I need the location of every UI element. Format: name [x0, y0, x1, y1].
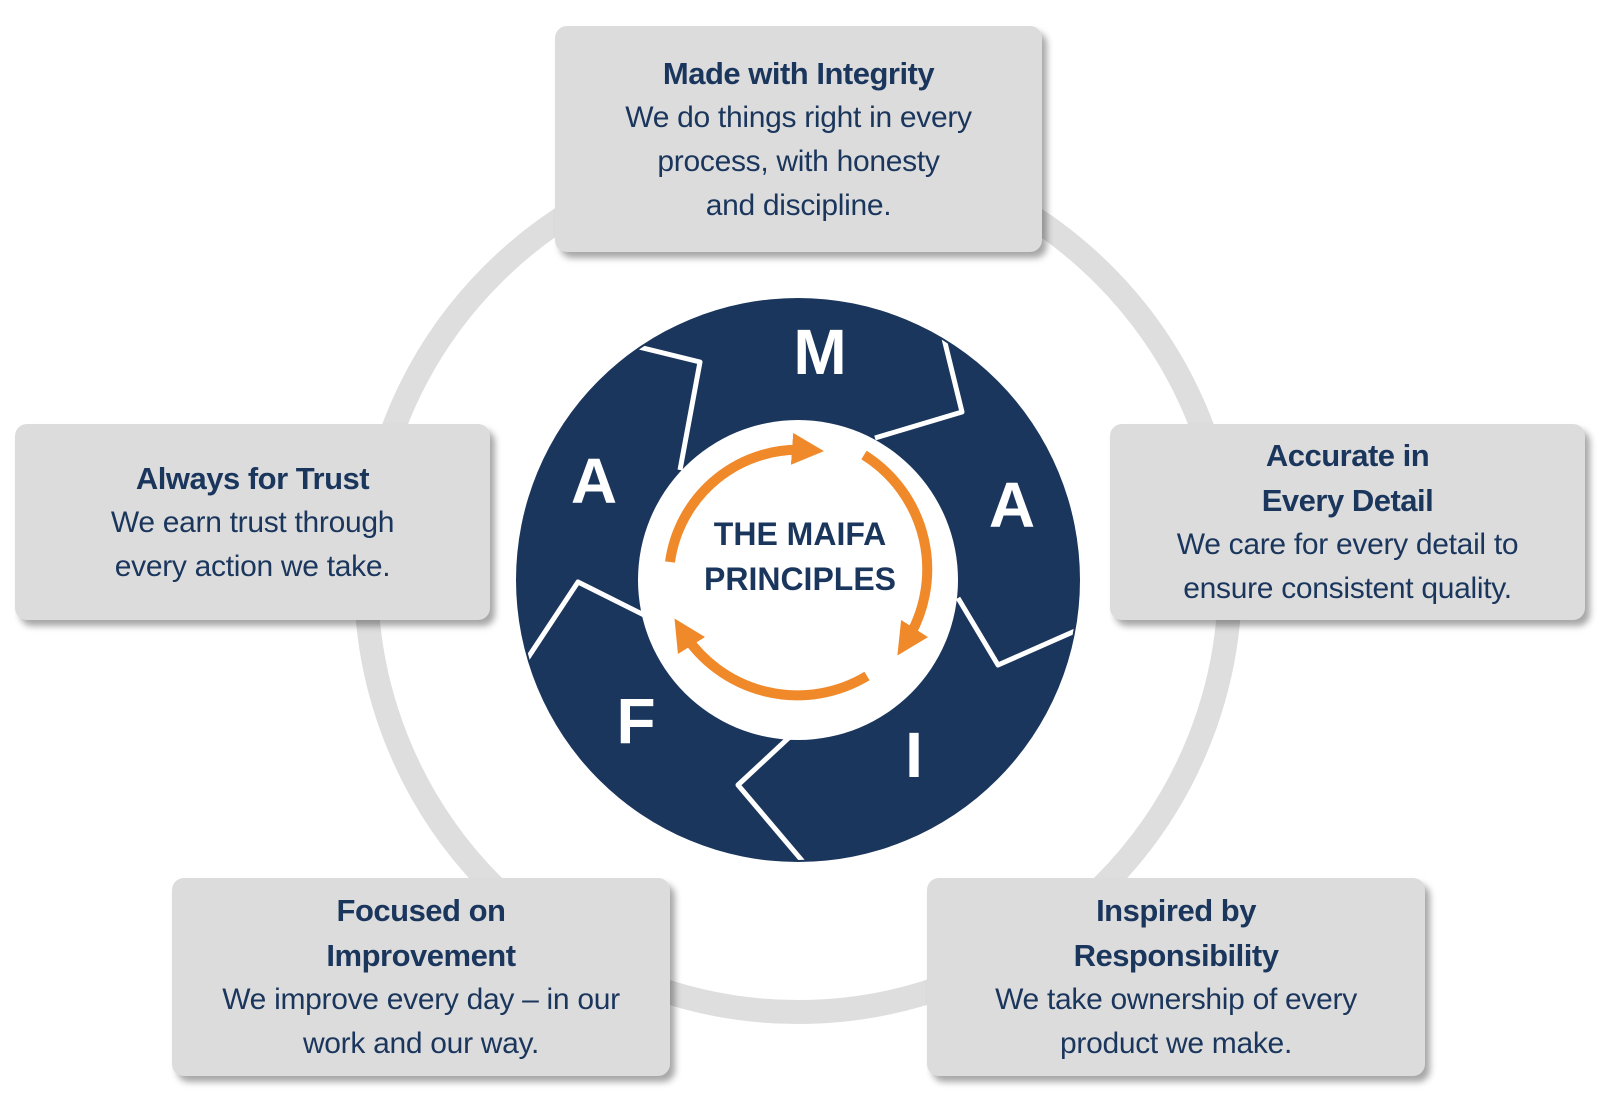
principle-card-improvement: Focused on Improvement We improve every … — [172, 878, 670, 1076]
cycle-arrow-top — [665, 432, 824, 563]
principle-title: Always for Trust — [135, 460, 370, 496]
principle-description: We earn trust through every action we ta… — [110, 505, 395, 583]
segment-letter-a-right: A — [989, 469, 1035, 541]
divider-a-i — [955, 596, 1078, 668]
principle-description: We take ownership of every product we ma… — [995, 983, 1357, 1060]
principle-description: We care for every detail to ensure consi… — [1176, 528, 1519, 605]
principle-title: Focused on Improvement — [326, 893, 516, 973]
principle-description: We improve every day – in our work and o… — [222, 983, 620, 1060]
cycle-arrow-bottom — [674, 618, 870, 701]
divider-i-f — [735, 716, 812, 860]
principle-card-responsibility: Inspired by Responsibility We take owner… — [927, 878, 1425, 1076]
principle-card-integrity: Made with Integrity We do things right i… — [555, 26, 1042, 252]
segment-letter-i: I — [905, 719, 923, 791]
principle-title: Made with Integrity — [662, 55, 935, 91]
divider-m-a — [874, 309, 965, 441]
principle-description: We do things right in every process, wit… — [625, 100, 972, 222]
cycle-arrows — [665, 432, 933, 701]
center-title-line2: PRINCIPLES — [704, 561, 896, 597]
segment-letter-m: M — [793, 316, 846, 388]
principle-title: Inspired by Responsibility — [1073, 893, 1279, 973]
segment-letter-a-left: A — [571, 445, 617, 517]
segment-letter-f: F — [616, 685, 655, 757]
principle-card-trust: Always for Trust We earn trust through e… — [15, 424, 490, 620]
center-title-line1: THE MAIFA — [714, 516, 886, 552]
principle-title: Accurate in Every Detail — [1261, 438, 1434, 518]
cycle-arrow-right — [861, 450, 933, 656]
segment-dividers — [518, 309, 1078, 860]
principle-card-accurate: Accurate in Every Detail We care for eve… — [1110, 424, 1585, 620]
center-circle — [638, 420, 958, 740]
